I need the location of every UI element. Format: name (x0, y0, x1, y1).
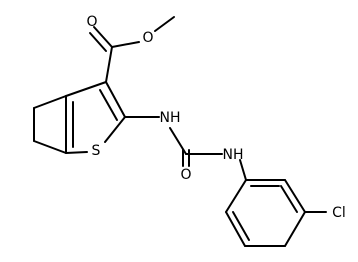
thiophene-sulfur-label: S (92, 143, 101, 159)
bond (225, 179, 247, 213)
left-nh-label: NH (160, 110, 181, 126)
bond (105, 46, 113, 83)
bond (105, 81, 126, 118)
bond (280, 185, 298, 213)
bond (284, 211, 306, 247)
bond (33, 95, 67, 109)
bond (99, 89, 118, 121)
ester-carbonyl-oxygen-label: O (86, 14, 97, 30)
right-nh-label: NH (223, 147, 244, 163)
bond (239, 159, 247, 181)
urea-carbonyl-oxygen-label: O (180, 167, 191, 183)
bond (111, 41, 140, 48)
bond (89, 32, 107, 52)
bond (65, 151, 88, 154)
methyl-ester-group (89, 16, 175, 83)
bond (232, 211, 250, 241)
chlorophenyl-ring (225, 179, 327, 247)
thiophene-ring (65, 81, 126, 154)
bond (65, 81, 107, 97)
bond (104, 116, 126, 143)
urea-linkage (124, 116, 247, 181)
bond (33, 140, 67, 154)
bond (154, 16, 175, 32)
cyclopentane-ring (33, 95, 67, 154)
bond (225, 211, 246, 247)
chlorine-label: Cl (332, 205, 346, 221)
bond (93, 26, 113, 48)
bond (284, 179, 306, 213)
ester-methoxy-oxygen-label: O (142, 30, 153, 46)
